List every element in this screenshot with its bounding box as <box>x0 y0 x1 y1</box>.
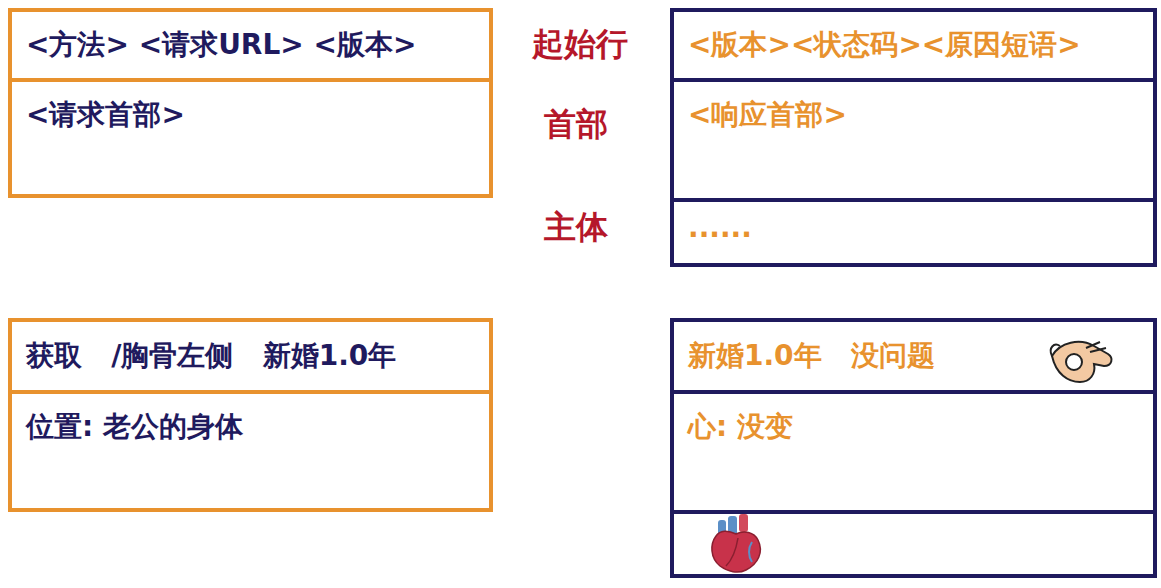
ok-hand-icon <box>1051 342 1112 382</box>
section-label: 主体 <box>544 206 608 250</box>
message-box: 获取 /胸骨左侧 新婚1.0年位置: 老公的身体 <box>8 318 493 512</box>
start-line-text: <方法> <请求URL> <版本> <box>26 28 416 62</box>
message-row: 获取 /胸骨左侧 新婚1.0年 <box>12 322 489 394</box>
start-line-text: 获取 /胸骨左侧 新婚1.0年 <box>26 339 396 373</box>
message-row: 心: 没变 <box>674 394 1153 514</box>
message-row: <方法> <请求URL> <版本> <box>12 12 489 82</box>
message-row <box>674 514 1153 574</box>
body-text: 位置: 老公的身体 <box>26 410 243 444</box>
message-box: 新婚1.0年 没问题心: 没变 <box>670 318 1157 578</box>
message-box: <方法> <请求URL> <版本> <请求首部> <box>8 8 493 198</box>
message-row: <响应首部> <box>674 82 1153 202</box>
start-line-text: 新婚1.0年 没问题 <box>688 339 935 373</box>
body-text: <请求首部> <box>26 98 185 132</box>
section-label: 起始行 <box>532 23 628 67</box>
message-box: <版本><状态码><原因短语> <响应首部> ······ <box>670 8 1157 267</box>
message-row: 新婚1.0年 没问题 <box>674 322 1153 394</box>
message-row: <版本><状态码><原因短语> <box>674 12 1153 82</box>
message-row: <请求首部> <box>12 82 489 194</box>
body-text: <响应首部> <box>688 98 847 132</box>
message-row: 位置: 老公的身体 <box>12 394 489 508</box>
body-text: 心: 没变 <box>688 410 793 444</box>
section-label: 首部 <box>544 103 608 147</box>
start-line-text: <版本><状态码><原因短语> <box>688 28 1081 62</box>
heart-icon <box>712 514 760 572</box>
message-row: ······ <box>674 202 1153 263</box>
body-text: ······ <box>688 218 752 252</box>
